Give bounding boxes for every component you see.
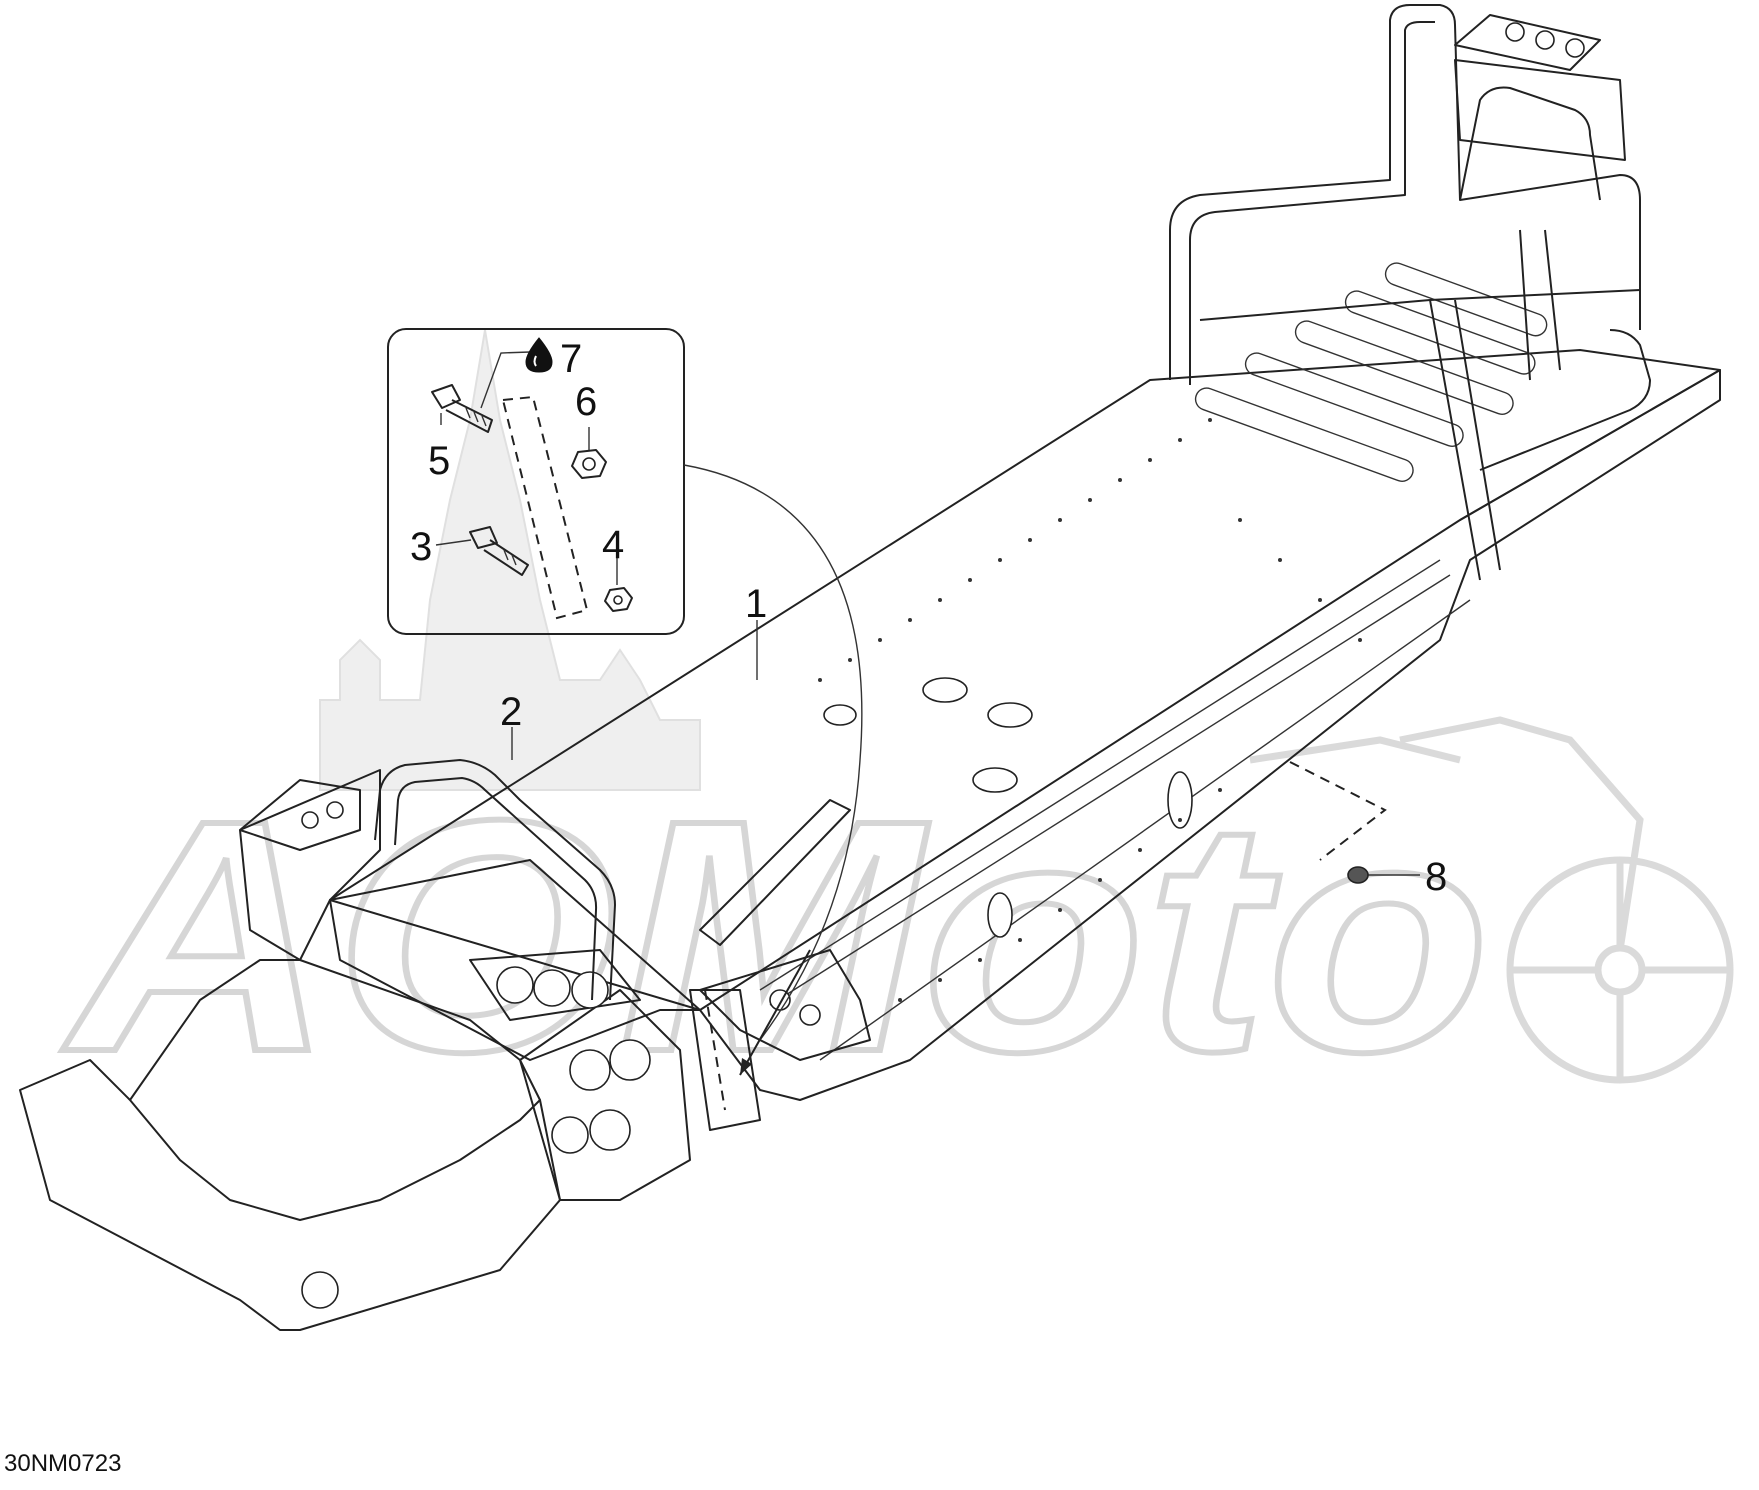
front-upper-plate — [329, 859, 701, 1061]
callout-8: 8 — [1425, 855, 1447, 899]
callout-4: 4 — [602, 523, 624, 567]
nose-pan — [19, 1059, 561, 1331]
bolt-5 — [431, 384, 493, 433]
cargo-floor-slots — [1194, 262, 1548, 482]
tunnel-side-right — [699, 369, 1721, 1101]
watermark: AOMoto — [56, 329, 1734, 1123]
detail-inset — [387, 328, 863, 1041]
rack-top-plate — [1454, 14, 1601, 71]
reinforcement-area — [689, 989, 761, 1131]
callout-2: 2 — [500, 690, 522, 734]
plug-8 — [1347, 866, 1369, 884]
rear-rack — [1169, 4, 1651, 581]
tunnel-holes — [823, 677, 1193, 938]
callout-5: 5 — [428, 439, 450, 483]
left-bracket — [239, 779, 361, 851]
front-side-panel — [519, 989, 691, 1201]
rack-plate — [1454, 59, 1626, 161]
diagram-code: 30NM0723 — [4, 1450, 122, 1477]
rivet-dots — [818, 418, 1362, 1002]
watermark-text: AOMoto — [59, 751, 1490, 1120]
front-handle — [374, 759, 616, 1001]
watermark-motorcycle — [1249, 716, 1734, 1084]
detail-arrow — [739, 949, 811, 1076]
callout-6: 6 — [575, 380, 597, 424]
steering-plate — [469, 949, 641, 1021]
part-8-dashed-leader — [1289, 761, 1387, 861]
drop-icon — [525, 337, 553, 373]
detail-plate-outline — [501, 395, 589, 620]
chassis-frame — [19, 4, 1721, 1331]
callout-3: 3 — [410, 525, 432, 569]
detail-leader-arc — [683, 464, 863, 1041]
callout-7: 7 — [560, 337, 582, 381]
nut-4 — [604, 587, 633, 612]
callout-1: 1 — [745, 582, 767, 626]
detail-inset-frame — [387, 328, 685, 635]
angle-rail — [699, 799, 851, 946]
bolt-3 — [469, 526, 529, 576]
callout-leaders — [511, 620, 1420, 1076]
nut-6 — [571, 449, 607, 479]
cross-brace — [699, 949, 871, 1061]
